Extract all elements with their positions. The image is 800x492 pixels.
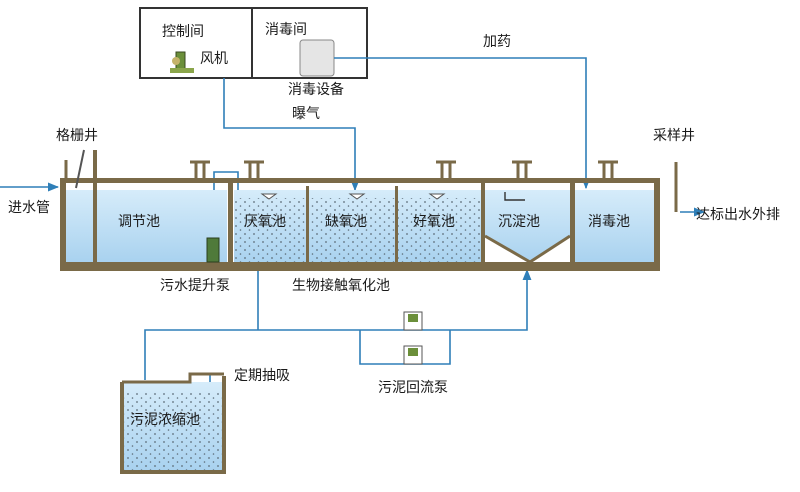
- disinfection-tank-water: [575, 190, 655, 262]
- control-room-label: 控制间: [162, 24, 204, 40]
- equipment-building: 控制间 消毒间 风机 消毒设备: [139, 7, 368, 98]
- screen-well-water: [65, 190, 95, 262]
- sampling-well-label: 采样井: [653, 128, 695, 144]
- aeration-pipe: [223, 78, 360, 192]
- sedimentation-water: [485, 190, 570, 262]
- deficient-oxygen-tank-label: 缺氧池: [325, 214, 367, 230]
- outlet-label: 达标出水外排: [696, 207, 780, 223]
- sludge-return-pump-label: 污泥回流泵: [378, 380, 448, 396]
- sludge-thickening-tank-label: 污泥浓缩池: [130, 412, 200, 428]
- lift-pump-label: 污水提升泵: [160, 278, 230, 294]
- regulating-tank-water: [95, 190, 227, 262]
- inlet-pipe-label: 进水管: [8, 200, 50, 216]
- periodic-pumping-label: 定期抽吸: [234, 368, 290, 384]
- disinfection-room-label: 消毒间: [265, 22, 307, 38]
- anoxic-tank-label: 厌氧池: [244, 214, 286, 230]
- disinfection-equipment-label: 消毒设备: [288, 81, 344, 98]
- sludge-return-pumps: [403, 311, 423, 365]
- fan-label: 风机: [200, 51, 228, 67]
- regulating-tank-label: 调节池: [118, 214, 160, 230]
- treatment-structure: [60, 149, 678, 271]
- aeration-label: 曝气: [292, 106, 320, 122]
- disinfection-equipment-icon: [299, 39, 335, 77]
- aerobic-tank-label: 好氧池: [413, 214, 455, 230]
- dosing-label: 加药: [483, 34, 511, 50]
- dosing-pipe: [334, 57, 591, 190]
- bio-contact-oxidation-label: 生物接触氧化池: [292, 277, 390, 294]
- bio-media: [234, 198, 481, 262]
- sludge-thickening-tank: [120, 372, 226, 474]
- lift-pump-icon: [206, 237, 220, 263]
- disinfection-tank-label: 消毒池: [588, 214, 630, 230]
- sludge-pipe-2: [144, 268, 532, 380]
- screen-well-label: 格栅井: [56, 128, 98, 144]
- sedimentation-tank-label: 沉淀池: [498, 214, 540, 230]
- fan-icon: [170, 51, 194, 73]
